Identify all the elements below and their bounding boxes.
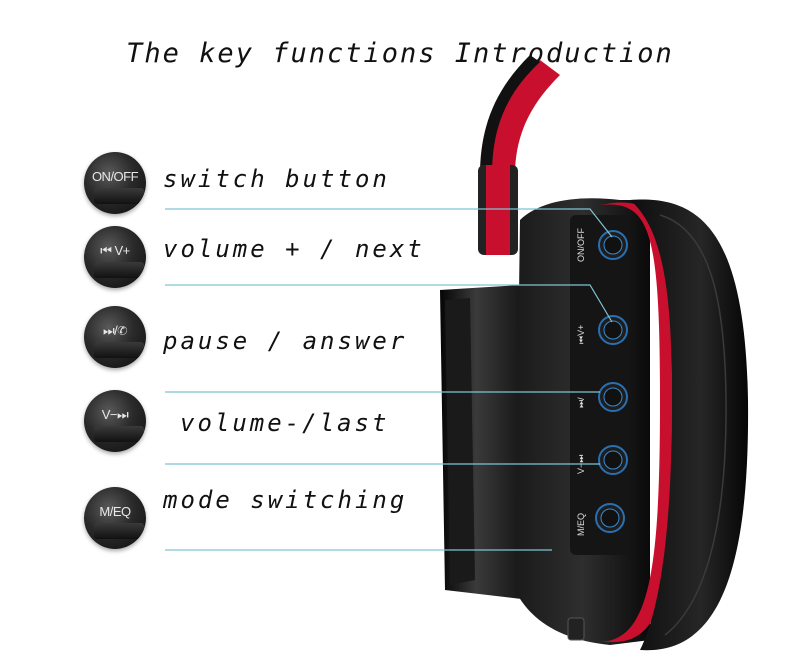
volume-up-next-icon: ⏮ V+ xyxy=(84,226,146,288)
badge-text-pause: ⏭/✆ xyxy=(102,323,128,338)
label-switch-button: switch button xyxy=(163,165,390,193)
label-pause-answer: pause / answer xyxy=(163,327,408,355)
button-label-vol-up: ⏮V+ xyxy=(576,325,586,344)
badge-text-vol-down: V−⏭ xyxy=(101,407,129,422)
charging-port xyxy=(567,617,585,641)
pause-answer-icon: ⏭/✆ xyxy=(84,306,146,368)
button-label-power: ON/OFF xyxy=(576,228,586,262)
volume-down-last-icon: V−⏭ xyxy=(84,390,146,452)
button-rings xyxy=(595,230,628,533)
label-mode-switching: mode switching xyxy=(163,486,408,514)
leader-power xyxy=(165,208,613,238)
badge-text-power: ON/OFF xyxy=(91,169,139,184)
badge-text-mode: M/EQ xyxy=(99,504,131,519)
label-volume-next: volume + / next xyxy=(163,235,425,263)
button-label-mode: M/EQ xyxy=(576,513,586,536)
label-volume-last: volume-/last xyxy=(180,409,390,437)
mode-eq-icon: M/EQ xyxy=(84,487,146,549)
power-button-icon: ON/OFF xyxy=(84,152,146,214)
button-label-pause: ⏭/ xyxy=(576,397,586,408)
leader-vol-up xyxy=(165,284,613,323)
page-title: The key functions Introduction xyxy=(126,38,674,69)
ear-pad xyxy=(630,199,749,651)
headband xyxy=(490,60,560,175)
badge-text-vol-up: ⏮ V+ xyxy=(100,243,130,258)
